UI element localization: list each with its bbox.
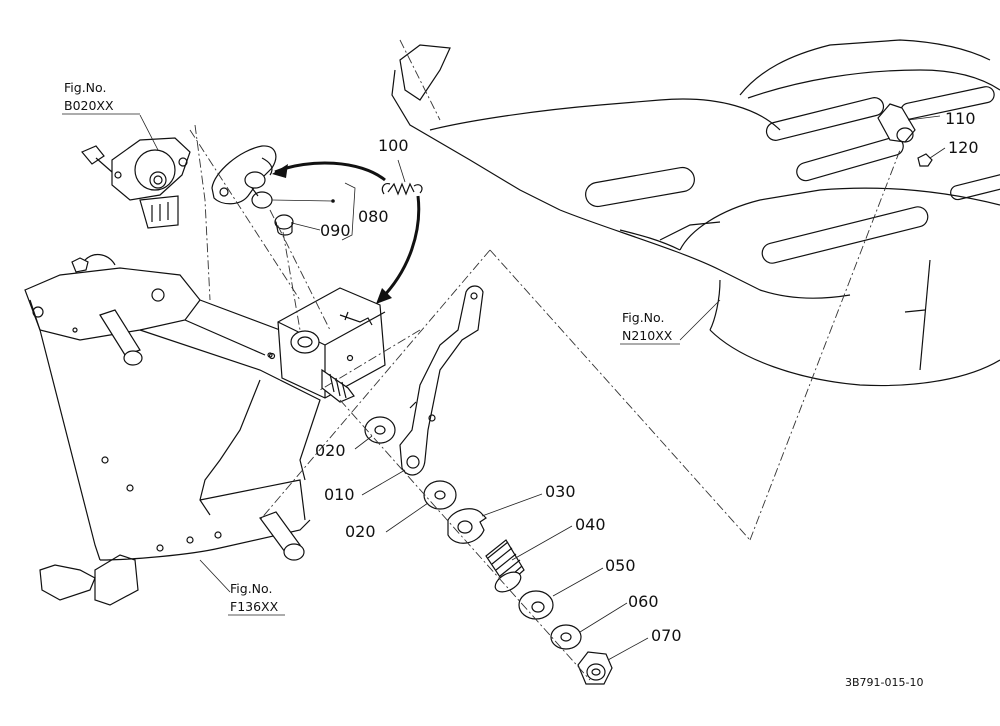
part-label-030: 030 (545, 482, 576, 501)
part-label-010: 010 (324, 485, 355, 504)
part-label-120: 120 (948, 138, 979, 157)
assembly-arrows (272, 161, 421, 304)
part-label-020-upper: 020 (315, 441, 346, 460)
fig-ref-f136-code: F136XX (230, 599, 279, 614)
cam-plate-assembly (211, 145, 294, 236)
washer-060 (550, 624, 582, 650)
switch-110 (877, 103, 933, 167)
group-dot-080 (331, 199, 335, 203)
lever-bracket (24, 253, 321, 606)
part-label-080: 080 (358, 207, 389, 226)
assembly-centerlines (189, 39, 901, 681)
washer-050 (518, 590, 554, 620)
fig-ref-f136-title: Fig.No. (230, 581, 272, 596)
part-label-050: 050 (605, 556, 636, 575)
part-label-110: 110 (945, 109, 976, 128)
tractor-body-frame (391, 39, 1000, 387)
lever-010 (399, 285, 484, 476)
sensor-unit (81, 137, 191, 229)
part-label-090: 090 (320, 221, 351, 240)
nut-070 (577, 651, 613, 685)
part-label-040: 040 (575, 515, 606, 534)
part-label-020-lower: 020 (345, 522, 376, 541)
washer-020-upper (364, 416, 396, 444)
drawing-number: 3B791-015-10 (845, 676, 923, 689)
part-label-060: 060 (628, 592, 659, 611)
fig-ref-b020-code: B020XX (64, 98, 114, 113)
plate-030 (447, 508, 487, 544)
fig-ref-n210-code: N210XX (622, 328, 673, 343)
spring-100 (381, 182, 423, 196)
leader-lines (139, 114, 946, 661)
washer-020-lower (423, 480, 457, 510)
fig-ref-b020-title: Fig.No. (64, 80, 106, 95)
group-bracket-080 (341, 182, 356, 241)
part-label-070: 070 (651, 626, 682, 645)
fig-ref-n210-title: Fig.No. (622, 310, 664, 325)
part-label-100: 100 (378, 136, 409, 155)
pivot-block (268, 287, 386, 403)
spring-040 (485, 539, 525, 593)
